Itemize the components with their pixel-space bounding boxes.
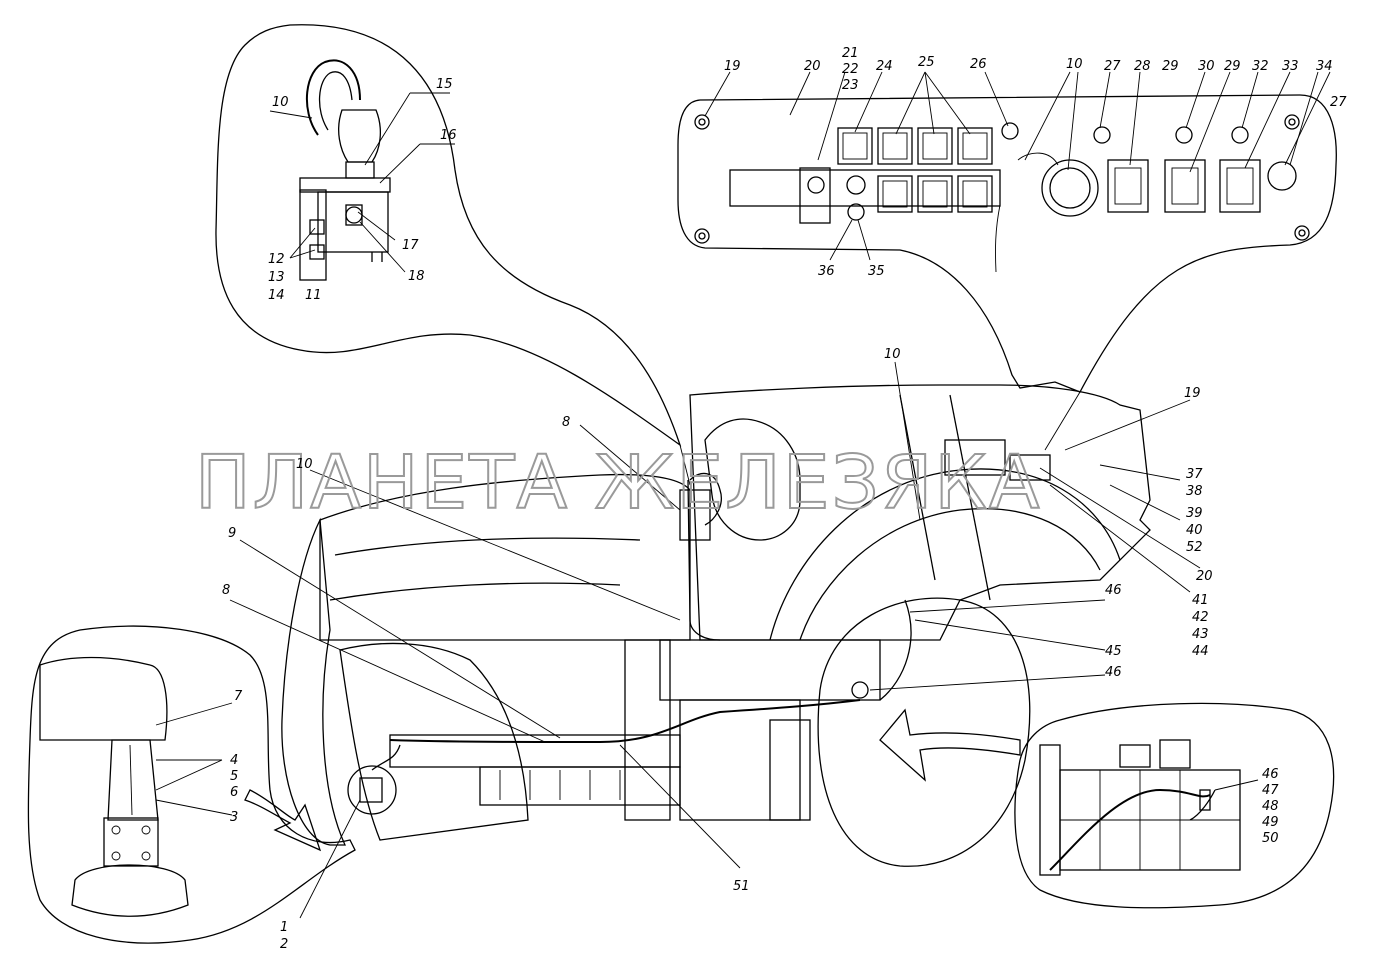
label-8-top: 8 xyxy=(562,415,570,430)
label-34: 34 xyxy=(1316,59,1333,74)
label-24: 24 xyxy=(876,59,893,74)
label-6: 6 xyxy=(230,785,238,800)
label-41: 41 xyxy=(1192,593,1209,608)
label-5: 5 xyxy=(230,769,238,784)
label-11: 11 xyxy=(305,288,322,303)
label-46a: 46 xyxy=(1105,583,1122,598)
label-1: 1 xyxy=(280,920,288,935)
label-20b: 20 xyxy=(1196,569,1213,584)
label-25: 25 xyxy=(918,55,935,70)
label-49: 49 xyxy=(1262,815,1279,830)
detail-bubble-switch xyxy=(215,24,682,447)
label-47: 47 xyxy=(1262,783,1279,798)
label-32: 32 xyxy=(1252,59,1269,74)
label-50: 50 xyxy=(1262,831,1279,846)
label-39: 39 xyxy=(1186,506,1203,521)
detail-bubble-panel xyxy=(677,71,1337,393)
label-13: 13 xyxy=(268,270,285,285)
label-46c: 46 xyxy=(1262,767,1279,782)
label-37: 37 xyxy=(1186,467,1203,482)
label-43: 43 xyxy=(1192,627,1209,642)
label-17: 17 xyxy=(402,238,419,253)
label-28: 28 xyxy=(1134,59,1151,74)
callout-labels: 10 15 16 17 18 12 13 14 11 19 20 21 22 2… xyxy=(222,46,1347,952)
label-46b: 46 xyxy=(1105,665,1122,680)
label-10: 10 xyxy=(272,95,289,110)
label-14: 14 xyxy=(268,288,285,303)
label-16: 16 xyxy=(440,128,457,143)
label-23: 23 xyxy=(842,78,859,93)
detail-bubble-sensor xyxy=(27,625,356,944)
label-29b: 29 xyxy=(1224,59,1241,74)
label-42: 42 xyxy=(1192,610,1209,625)
label-26: 26 xyxy=(970,57,987,72)
label-19b: 19 xyxy=(1184,386,1201,401)
label-2: 2 xyxy=(280,937,288,952)
label-36: 36 xyxy=(818,264,835,279)
label-27: 27 xyxy=(1104,59,1121,74)
label-22: 22 xyxy=(842,62,859,77)
label-18: 18 xyxy=(408,269,425,284)
switch-row-top xyxy=(837,127,993,165)
label-51: 51 xyxy=(733,879,750,894)
label-19: 19 xyxy=(724,59,741,74)
label-9: 9 xyxy=(228,526,236,541)
switch-row-bottom xyxy=(877,175,993,213)
label-38: 38 xyxy=(1186,484,1203,499)
tractor-main-view xyxy=(229,361,1201,919)
label-12: 12 xyxy=(268,252,285,267)
label-30: 30 xyxy=(1198,59,1215,74)
label-4: 4 xyxy=(230,753,238,768)
label-35: 35 xyxy=(868,264,885,279)
label-7: 7 xyxy=(234,689,243,704)
label-33: 33 xyxy=(1282,59,1299,74)
label-10-main: 10 xyxy=(296,457,313,472)
label-15: 15 xyxy=(436,77,453,92)
label-44: 44 xyxy=(1192,644,1209,659)
label-20: 20 xyxy=(804,59,821,74)
label-8: 8 xyxy=(222,583,230,598)
label-21: 21 xyxy=(842,46,859,61)
label-29: 29 xyxy=(1162,59,1179,74)
label-10-panel: 10 xyxy=(1066,57,1083,72)
label-40: 40 xyxy=(1186,523,1203,538)
label-10-cab: 10 xyxy=(884,347,901,362)
label-52: 52 xyxy=(1186,540,1203,555)
label-45: 45 xyxy=(1105,644,1122,659)
detail-bubble-battery xyxy=(879,702,1335,909)
label-3: 3 xyxy=(230,810,238,825)
label-48: 48 xyxy=(1262,799,1279,814)
watermark: ПЛАНЕТА ЖЕЛЕЗЯКА xyxy=(195,440,1042,526)
label-27b: 27 xyxy=(1330,95,1347,110)
